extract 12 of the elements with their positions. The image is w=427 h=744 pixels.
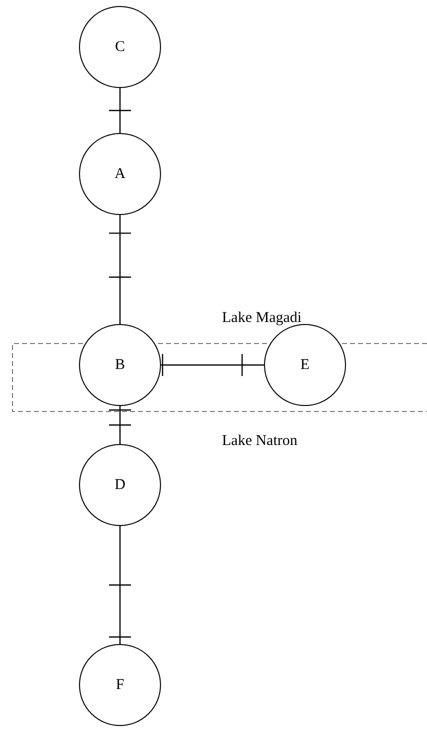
region-label: Lake Magadi [222,309,302,328]
connector-line [108,87,132,134]
node-label: E [300,356,310,375]
node-label: C [114,38,125,57]
node-label: B [114,356,125,375]
node-label: F [116,676,124,695]
connector-line [160,353,265,377]
connector-line [108,405,132,445]
connector-line [108,525,132,645]
node-label: D [114,476,126,495]
node-label: A [114,164,126,184]
region-label: Lake Natron [222,432,298,451]
